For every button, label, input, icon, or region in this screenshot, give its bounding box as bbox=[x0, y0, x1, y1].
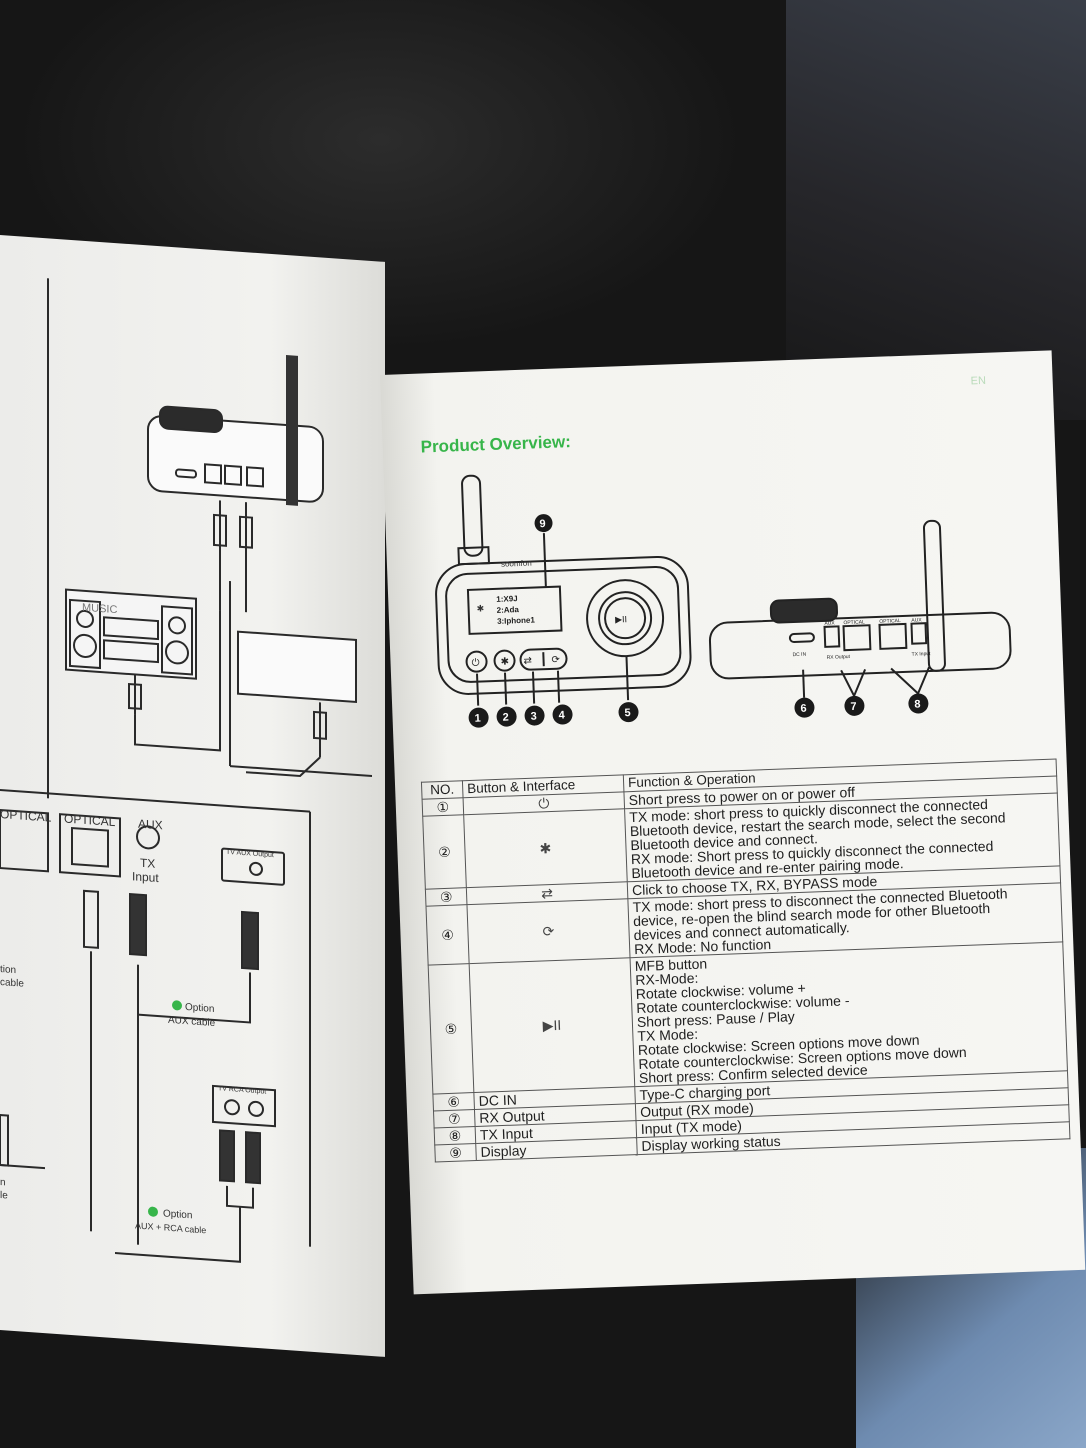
svg-text:7: 7 bbox=[850, 701, 857, 713]
row-number: ① bbox=[422, 797, 464, 817]
row-number: ⑨ bbox=[434, 1143, 477, 1162]
row-number: ⑦ bbox=[433, 1109, 476, 1129]
screen-line-3: 3:Iphone1 bbox=[497, 615, 536, 625]
header-no: NO. bbox=[421, 780, 464, 800]
bluetooth-icon-screen: ✱ bbox=[476, 603, 484, 613]
callout-7 bbox=[844, 695, 865, 716]
rear-port-aux-1: AUX bbox=[824, 620, 835, 626]
partial-text-1: tion bbox=[0, 964, 16, 976]
callout-4 bbox=[552, 704, 573, 725]
refresh-icon: ⟳ bbox=[551, 655, 560, 666]
device-brand: soomfon bbox=[501, 559, 532, 569]
option2-sub: AUX + RCA cable bbox=[135, 1220, 206, 1235]
port-optical-label-1: OPTICAL bbox=[0, 807, 52, 825]
row-number: ④ bbox=[425, 904, 470, 966]
row-number: ⑧ bbox=[434, 1126, 476, 1146]
mode-switch-icon: ⇄ bbox=[523, 656, 532, 667]
front-device-body bbox=[435, 555, 692, 695]
row-number: ② bbox=[422, 814, 467, 890]
callout-3 bbox=[524, 705, 545, 726]
rear-port-dcin: DC IN bbox=[792, 652, 806, 659]
svg-text:8: 8 bbox=[914, 698, 921, 710]
option1-sub: AUX cable bbox=[168, 1015, 216, 1029]
port-tx-label: TX bbox=[140, 856, 155, 871]
booklet-spread: MUSIC OPTICAL OPTICAL AUX TX Input TV AU… bbox=[0, 235, 1086, 1357]
screen-line-1: 1:X9J bbox=[496, 594, 518, 604]
tv-aux-output-label: TV AUX Output bbox=[226, 849, 274, 859]
rear-sub-rx-output: RX Output bbox=[827, 654, 851, 661]
port-input-label: Input bbox=[132, 869, 159, 885]
play-pause-icon: ▶II bbox=[469, 957, 635, 1093]
callout-2 bbox=[496, 706, 517, 727]
option1-title: Option bbox=[185, 1002, 214, 1015]
background-right-object bbox=[786, 0, 1086, 420]
product-diagram: soomfon ✱ 1:X9J 2:Ada 3:Iphone1 ▶II ⏻ ✱ … bbox=[435, 474, 1012, 728]
port-optical-label-2: OPTICAL bbox=[64, 811, 116, 829]
music-label: MUSIC bbox=[82, 602, 117, 616]
callout-5 bbox=[618, 702, 639, 723]
svg-text:1: 1 bbox=[474, 713, 481, 725]
page-title: Product Overview: bbox=[420, 432, 572, 457]
row-number: ⑥ bbox=[432, 1092, 475, 1112]
function-table: NO. Button & Interface Function & Operat… bbox=[421, 758, 1071, 1162]
rear-antenna bbox=[922, 519, 946, 672]
callout-1 bbox=[468, 707, 489, 728]
connection-diagram-left: MUSIC OPTICAL OPTICAL AUX TX Input TV AU… bbox=[0, 278, 372, 1263]
partial-text-2: cable bbox=[0, 977, 24, 990]
callout-8 bbox=[908, 693, 929, 714]
row-number: ⑤ bbox=[428, 963, 474, 1095]
bluetooth-icon: ✱ bbox=[500, 656, 509, 667]
rear-sub-tx-input: TX Input bbox=[911, 651, 931, 658]
row-number: ③ bbox=[425, 887, 467, 907]
page-number: EN bbox=[970, 374, 987, 388]
screen-line-2: 2:Ada bbox=[497, 605, 520, 615]
rear-port-optical-2: OPTICAL bbox=[879, 618, 901, 625]
power-button bbox=[465, 650, 488, 673]
callout-6 bbox=[794, 697, 815, 718]
svg-text:6: 6 bbox=[800, 703, 807, 715]
bluetooth-icon: ✱ bbox=[463, 808, 628, 888]
rear-port-aux-2: AUX bbox=[911, 617, 922, 623]
option-badge-2 bbox=[148, 1206, 158, 1217]
partial-text-4: le bbox=[0, 1190, 8, 1202]
refresh-icon: ⟳ bbox=[466, 898, 631, 964]
option-badge-1 bbox=[172, 1000, 182, 1011]
display-screen bbox=[466, 585, 563, 635]
right-page: EN Product Overview: bbox=[380, 350, 1086, 1295]
power-icon: ⏻ bbox=[471, 658, 479, 669]
rear-port-optical-1: OPTICAL bbox=[843, 619, 865, 626]
svg-text:3: 3 bbox=[530, 710, 537, 722]
callout-markers: 9 1 2 3 4 5 6 7 8 bbox=[468, 514, 929, 728]
svg-text:9: 9 bbox=[539, 518, 546, 530]
partial-text-3: n bbox=[0, 1177, 6, 1188]
front-antenna bbox=[461, 474, 484, 557]
rear-device-body bbox=[708, 611, 1012, 680]
svg-text:5: 5 bbox=[624, 707, 631, 719]
play-pause-icon: ▶II bbox=[615, 614, 627, 624]
svg-text:4: 4 bbox=[558, 709, 565, 721]
callout-9 bbox=[534, 514, 553, 533]
bluetooth-button bbox=[493, 649, 516, 672]
option2-title: Option bbox=[163, 1208, 192, 1221]
svg-text:2: 2 bbox=[502, 712, 509, 724]
tv-rca-output-label: TV RCA Output bbox=[218, 1085, 266, 1095]
port-aux-label: AUX bbox=[138, 817, 163, 833]
left-page: MUSIC OPTICAL OPTICAL AUX TX Input TV AU… bbox=[0, 235, 385, 1357]
